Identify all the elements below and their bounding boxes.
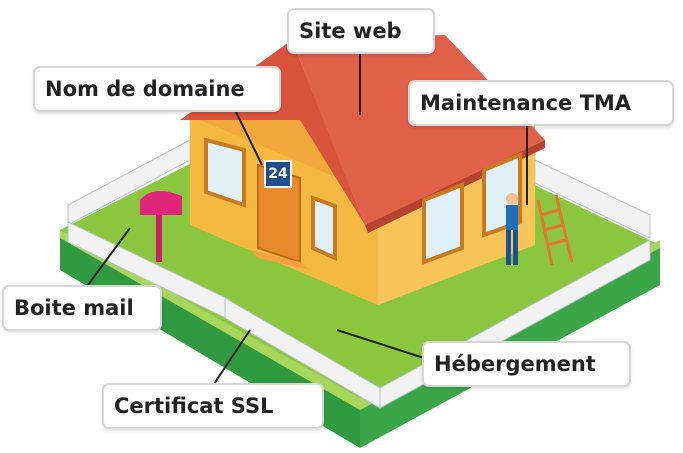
connector-lines	[87, 52, 528, 385]
label-site-web: Site web	[287, 8, 435, 54]
label-certificat-ssl: Certificat SSL	[102, 383, 324, 429]
worker	[506, 193, 518, 265]
label-hebergement: Hébergement	[422, 341, 631, 387]
label-boite-mail: Boite mail	[2, 285, 162, 331]
house-number: 24	[264, 160, 292, 188]
doorstep	[250, 250, 310, 270]
mailbox-box	[140, 191, 182, 215]
label-nom-de-domaine: Nom de domaine	[33, 66, 281, 112]
ladder	[536, 194, 574, 266]
window-right-1	[422, 182, 464, 265]
window-small	[311, 195, 337, 262]
mailbox-post	[156, 212, 162, 262]
window-left	[204, 137, 246, 208]
label-maintenance-tma: Maintenance TMA	[408, 80, 674, 126]
